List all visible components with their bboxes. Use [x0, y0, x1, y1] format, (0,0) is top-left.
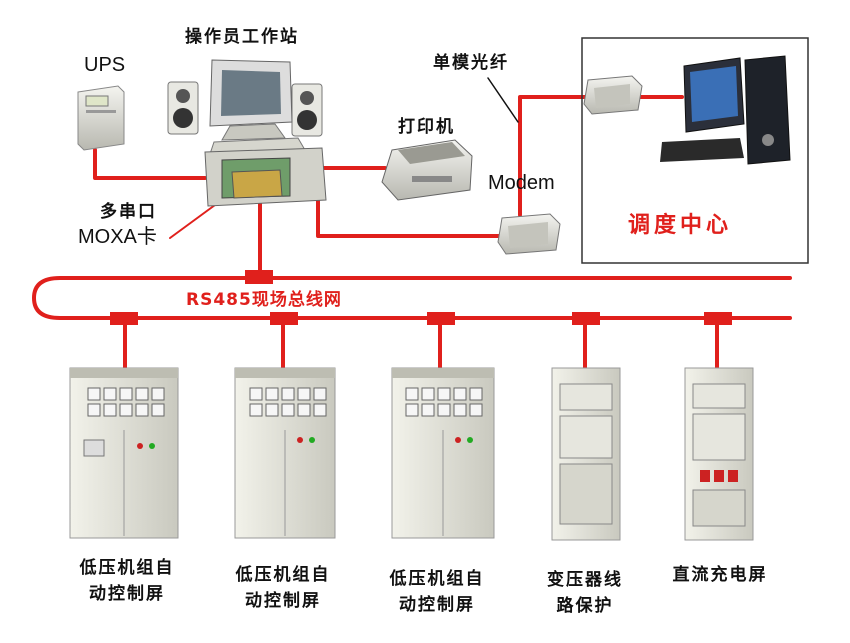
dispatch-center-label: 调度中心: [628, 213, 733, 238]
panel-5-caption: 直流充电屏: [645, 562, 795, 588]
panel-4-icon: [551, 367, 621, 541]
fiber-link: [518, 95, 588, 217]
bus-label: RS485现场总线网: [186, 290, 342, 310]
ups-icon: [77, 85, 125, 151]
multiport-label: 多串口: [100, 202, 157, 222]
dispatch-center-frame: [581, 37, 809, 264]
printer-icon: [381, 139, 473, 201]
panel-3-icon: [391, 367, 495, 539]
panel-3-caption-line2: 动控制屏: [399, 595, 475, 615]
panel-2-caption: 低压机组自 动控制屏: [208, 562, 358, 614]
panel-1-caption-line1: 低压机组自: [79, 558, 175, 578]
modem-label: Modem: [488, 172, 555, 194]
panel-1-icon: [69, 367, 179, 539]
ups-link: [93, 148, 207, 180]
panel-5-caption-line1: 直流充电屏: [672, 565, 768, 585]
fiber-label: 单模光纤: [433, 53, 509, 73]
bus-tap-1: [110, 312, 138, 325]
panel-1-caption-line2: 动控制屏: [89, 584, 165, 604]
panel-3-caption: 低压机组自 动控制屏: [362, 566, 512, 618]
workstation-icon: [167, 59, 323, 155]
bus-tap-5: [704, 312, 732, 325]
panel-1-caption: 低压机组自 动控制屏: [52, 555, 202, 607]
panel-3-caption-line1: 低压机组自: [389, 569, 485, 589]
panel-2-caption-line1: 低压机组自: [235, 565, 331, 585]
panel-5-icon: [684, 367, 754, 541]
panel-4-caption-line2: 路保护: [556, 596, 614, 616]
bus-tap-4: [572, 312, 600, 325]
fiber-pointer: [487, 77, 519, 123]
bus-upper-line: [32, 276, 792, 320]
panel-2-icon: [234, 367, 336, 539]
printer-label: 打印机: [398, 117, 455, 137]
local-modem-icon: [497, 213, 561, 255]
ups-label: UPS: [84, 54, 126, 76]
panel-4-caption-line1: 变压器线: [547, 570, 623, 590]
industrial-pc-icon: [204, 147, 327, 207]
panel-2-caption-line2: 动控制屏: [245, 591, 321, 611]
panel-4-caption: 变压器线 路保护: [510, 567, 660, 619]
bus-tap-2: [270, 312, 298, 325]
dispatch-pc-icon: [660, 55, 791, 165]
workstation-label: 操作员工作站: [185, 27, 299, 47]
remote-modem-icon: [583, 75, 643, 115]
bus-tap-3: [427, 312, 455, 325]
bus-tap-computer: [245, 270, 273, 284]
moxa-label: MOXA卡: [78, 226, 157, 248]
modem-link: [316, 193, 502, 238]
